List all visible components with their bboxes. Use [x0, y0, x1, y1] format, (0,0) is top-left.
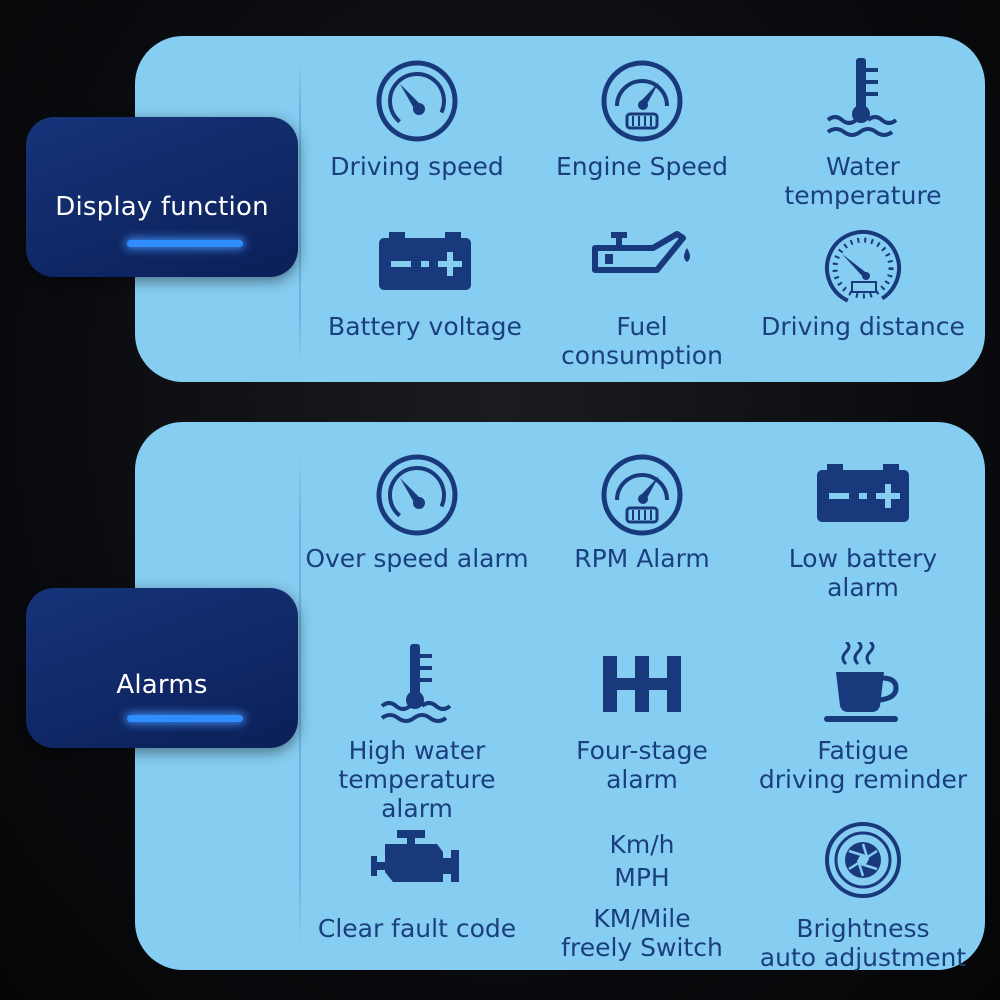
feature-label: Fatigue driving reminder: [758, 736, 968, 794]
speedometer-icon: [302, 450, 532, 540]
feature-engine-speed: Engine Speed: [527, 56, 757, 181]
feature-label: Battery voltage: [328, 312, 522, 341]
water-temperature-icon: [302, 642, 532, 732]
feature-label: High water temperature alarm: [338, 736, 496, 823]
gear-shift-icon: [527, 642, 757, 732]
feature-label: Brightness auto adjustment: [759, 914, 967, 972]
odometer-icon: [748, 224, 978, 306]
display-divider: [299, 62, 301, 362]
feature-label: Over speed alarm: [305, 544, 529, 573]
feature-low-battery-alarm: Low battery alarm: [748, 456, 978, 602]
engine-icon: [302, 820, 532, 910]
tachometer-icon: [527, 450, 757, 540]
battery-icon: [748, 456, 978, 540]
feature-over-speed-alarm: Over speed alarm: [302, 450, 532, 573]
feature-label: Low battery alarm: [788, 544, 938, 602]
feature-km-mile-switch: Km/h MPH KM/Mile freely Switch: [527, 828, 757, 962]
feature-rpm-alarm: RPM Alarm: [527, 450, 757, 573]
speedometer-icon: [302, 56, 532, 146]
display-function-accent-bar: [127, 240, 243, 247]
display-function-tag: Display function: [26, 117, 298, 277]
feature-battery-voltage: Battery voltage: [310, 224, 540, 341]
feature-label: Water temperature: [784, 152, 942, 210]
feature-driving-speed: Driving speed: [302, 56, 532, 181]
feature-label: Fuel consumption: [561, 312, 723, 370]
feature-label: Engine Speed: [556, 152, 728, 181]
feature-fatigue-driving-reminder: Fatigue driving reminder: [748, 642, 978, 794]
coffee-cup-icon: [748, 642, 978, 732]
water-temperature-icon: [748, 56, 978, 146]
oil-can-icon: [527, 224, 757, 306]
feature-clear-fault-code: Clear fault code: [302, 820, 532, 943]
alarms-tag: Alarms: [26, 588, 298, 748]
feature-label: Clear fault code: [317, 914, 517, 943]
display-function-title: Display function: [55, 192, 269, 222]
feature-driving-distance: Driving distance: [748, 224, 978, 341]
feature-label: RPM Alarm: [574, 544, 710, 573]
unit-switch-icon: Km/h MPH: [527, 828, 757, 900]
feature-brightness-auto-adjustment: Brightness auto adjustment: [748, 820, 978, 972]
tachometer-icon: [527, 56, 757, 146]
alarms-divider: [299, 450, 301, 950]
feature-water-temperature: Water temperature: [748, 56, 978, 210]
feature-label: Four-stage alarm: [576, 736, 708, 794]
brightness-sensor-icon: [748, 820, 978, 910]
battery-icon: [310, 224, 540, 306]
unit-km-h-text: Km/h: [609, 830, 675, 859]
feature-four-stage-alarm: Four-stage alarm: [527, 642, 757, 794]
feature-high-water-temperature-alarm: High water temperature alarm: [302, 642, 532, 823]
alarms-accent-bar: [127, 715, 243, 722]
feature-label: KM/Mile freely Switch: [561, 904, 723, 962]
unit-mph-text: MPH: [614, 863, 670, 892]
feature-label: Driving distance: [761, 312, 965, 341]
alarms-title: Alarms: [116, 670, 208, 700]
feature-label: Driving speed: [330, 152, 504, 181]
feature-fuel-consumption: Fuel consumption: [527, 224, 757, 370]
